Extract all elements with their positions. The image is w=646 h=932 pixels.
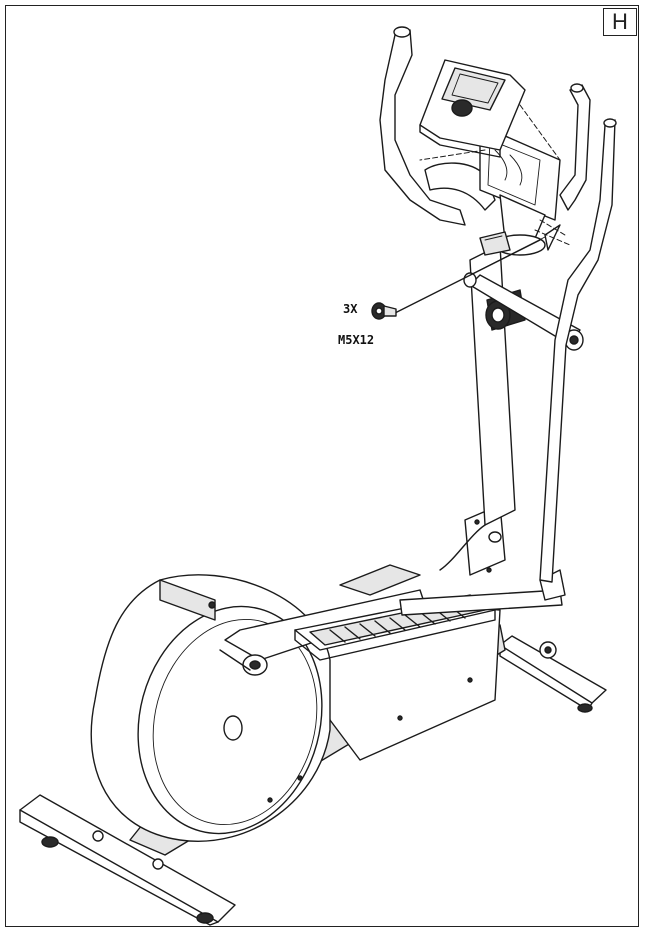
- step-label: H: [603, 8, 637, 36]
- front-stabilizer: [19, 794, 236, 926]
- bolt-callout: [394, 236, 546, 314]
- left-moving-handle: [559, 83, 591, 211]
- left-pedal: [339, 564, 421, 596]
- static-handlebars: [379, 26, 496, 226]
- rear-stabilizer: [499, 635, 607, 713]
- bolt-icon: [371, 302, 397, 320]
- console-icon: [419, 59, 526, 158]
- page-border: [5, 5, 639, 927]
- handle-attachment: [479, 231, 511, 256]
- right-moving-handle: [539, 118, 617, 583]
- hardware-spec: M5X12: [338, 333, 375, 347]
- hardware-quantity: 3X: [343, 302, 358, 316]
